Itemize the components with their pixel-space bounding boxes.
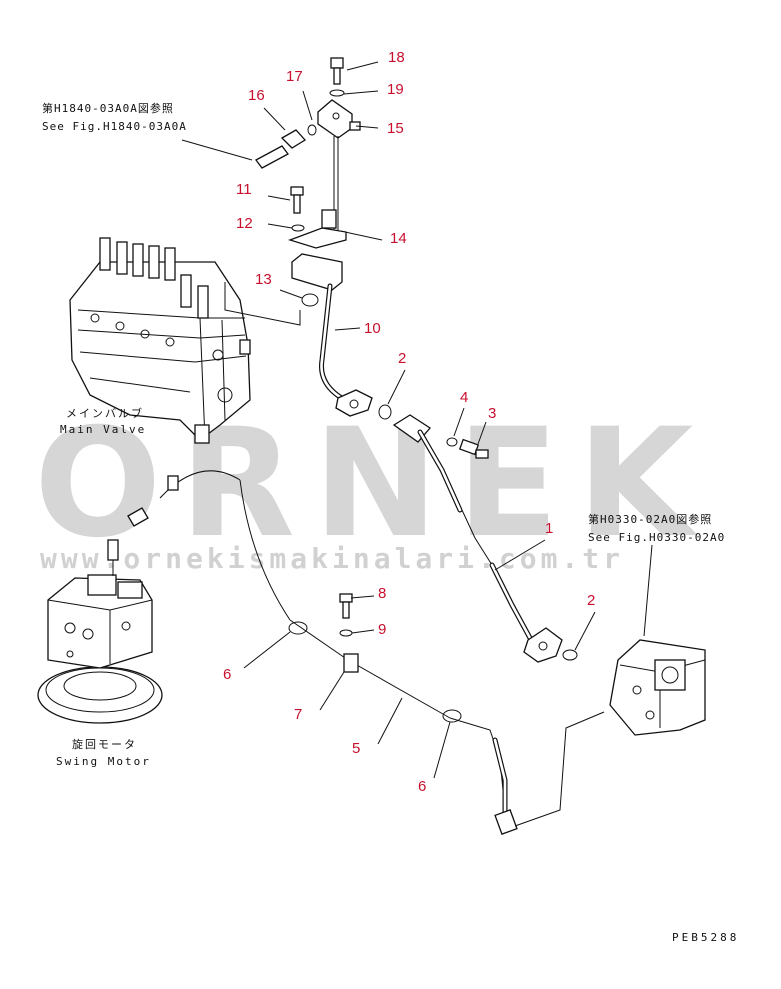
callout-8: 8 — [378, 585, 386, 602]
callout-10: 10 — [364, 320, 381, 337]
callout-5: 5 — [352, 740, 360, 757]
callout-6-right: 6 — [418, 778, 426, 795]
watermark-url: www.ornekismakinalari.com.tr — [40, 542, 624, 575]
leader-lines — [181, 61, 653, 779]
control-valve-block — [609, 639, 706, 736]
ref-right-en: See Fig.H0330-02A0 — [588, 531, 725, 544]
callout-19: 19 — [387, 81, 404, 98]
swing-line-5 — [127, 470, 605, 835]
swing-motor-label-jp: 旋回モータ — [72, 737, 137, 751]
watermark-brand: ORNEK — [34, 397, 711, 571]
main-valve-label-jp: メインバルブ — [66, 406, 144, 420]
drawing-code: PEB5288 — [672, 931, 739, 944]
ref-right-jp: 第H0330-02A0図参照 — [588, 512, 712, 526]
callout-7: 7 — [294, 706, 302, 723]
ref-top-left-jp: 第H1840-03A0A図参照 — [42, 101, 174, 115]
callout-3: 3 — [488, 405, 496, 422]
pipe-assembly-10 — [255, 57, 373, 417]
callout-16: 16 — [248, 87, 265, 104]
callout-1: 1 — [545, 520, 553, 537]
callout-2-upper: 2 — [398, 350, 406, 367]
callout-13: 13 — [255, 271, 272, 288]
callout-14: 14 — [390, 230, 407, 247]
callout-12: 12 — [236, 215, 253, 232]
callout-4: 4 — [460, 389, 468, 406]
callout-2-lower: 2 — [587, 592, 595, 609]
callout-17: 17 — [286, 68, 303, 85]
swing-motor-label-en: Swing Motor — [56, 755, 151, 768]
main-valve-label-en: Main Valve — [60, 423, 146, 436]
main-valve-drawing — [69, 237, 301, 444]
callout-6-left: 6 — [223, 666, 231, 683]
callout-15: 15 — [387, 120, 404, 137]
callout-18: 18 — [388, 49, 405, 66]
hose-assembly-1 — [378, 404, 578, 663]
ref-top-left-en: See Fig.H1840-03A0A — [42, 120, 187, 133]
watermark: ORNEK www.ornekismakinalari.com.tr — [34, 397, 711, 575]
callout-9: 9 — [378, 621, 386, 638]
swing-motor-drawing — [37, 539, 163, 724]
callout-11: 11 — [236, 181, 252, 198]
